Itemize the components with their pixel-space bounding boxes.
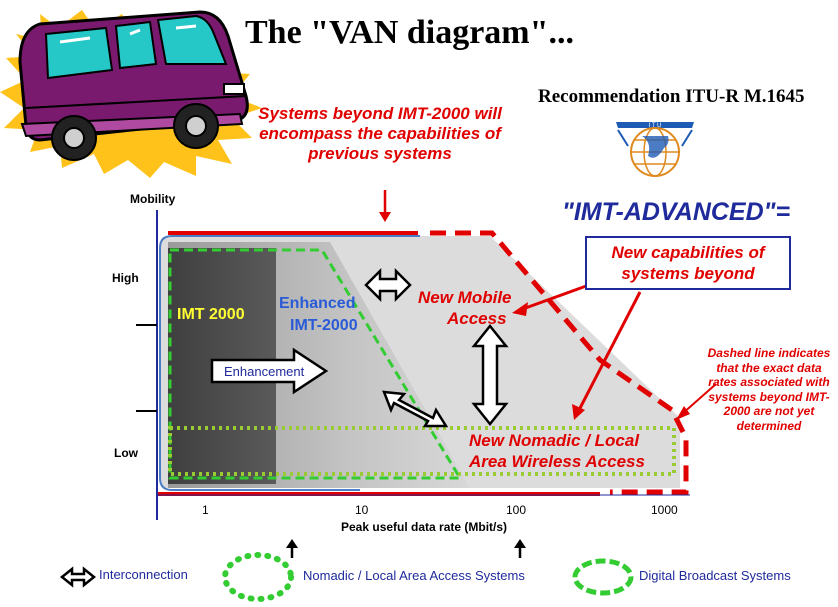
dashed-note-pointer-head	[676, 406, 690, 420]
beyond-note-pointer-head	[379, 212, 391, 222]
dashed-note-pointer	[681, 383, 717, 415]
van-wheels	[51, 103, 219, 161]
y-tick-high: High	[112, 271, 139, 285]
x-tick-1000: 1000	[651, 503, 678, 517]
legend-nomadic-icon	[222, 552, 294, 602]
interconnection-arrow-diagonal-icon	[382, 390, 449, 428]
recommendation-label: Recommendation ITU-R M.1645	[538, 86, 805, 107]
x-axis-label: Peak useful data rate (Mbit/s)	[341, 520, 508, 534]
enhanced-label-line2: IMT-2000	[290, 317, 358, 334]
nomadic-boundary	[168, 426, 676, 476]
van-clipart	[0, 10, 262, 178]
legend-interconnection-label: Interconnection	[99, 567, 188, 582]
axis-arrow-right-head	[514, 539, 526, 548]
digital-broadcast-boundary	[168, 248, 463, 480]
legend-interconnection-icon	[59, 566, 97, 588]
svg-text:I T U: I T U	[649, 123, 662, 129]
newcap-pointer-nomadic	[576, 291, 642, 413]
newcap-pointer-nomadic-head	[572, 404, 585, 420]
enhancement-label: Enhancement	[224, 364, 305, 379]
legend-broadcast-label: Digital Broadcast Systems	[639, 568, 791, 583]
newcap-pointer-mobile-head	[512, 302, 528, 316]
axis-arrow-left-head	[286, 539, 298, 548]
enhanced-label-line1: Enhanced	[279, 295, 356, 312]
x-tick-10: 10	[355, 503, 369, 517]
new-capabilities-box: New capabilities of systems beyond	[585, 236, 791, 290]
page-title: The "VAN diagram"...	[245, 14, 574, 51]
interconnection-arrow-horizontal-icon	[364, 267, 412, 303]
imt2000-label: IMT 2000	[177, 306, 245, 323]
y-tick-low: Low	[114, 446, 138, 460]
dashed-line-note: Dashed line indicates that the exact dat…	[707, 346, 831, 433]
legend-broadcast-icon	[572, 558, 634, 596]
blue-inner-boundary	[159, 235, 420, 491]
interconnection-arrow-vertical-icon	[471, 323, 509, 427]
imt-advanced-label: "IMT-ADVANCED"=	[562, 198, 791, 226]
x-tick-1: 1	[202, 503, 209, 517]
itu-logo-icon: I T U	[616, 122, 694, 177]
x-tick-100: 100	[506, 503, 527, 517]
beyond-imt2000-note: Systems beyond IMT-2000 will encompass t…	[258, 104, 502, 163]
nomadic-label-line2: Area Wireless Access	[469, 452, 645, 471]
new-mobile-label-line2: Access	[447, 309, 507, 328]
new-mobile-label-line1: New Mobile	[418, 288, 512, 307]
enhancement-arrow-icon	[210, 347, 329, 395]
y-axis-label: Mobility	[130, 192, 176, 206]
red-dashed-boundary	[430, 230, 689, 495]
legend-nomadic-label: Nomadic / Local Area Access Systems	[303, 568, 525, 583]
nomadic-label-line1: New Nomadic / Local	[469, 431, 640, 450]
